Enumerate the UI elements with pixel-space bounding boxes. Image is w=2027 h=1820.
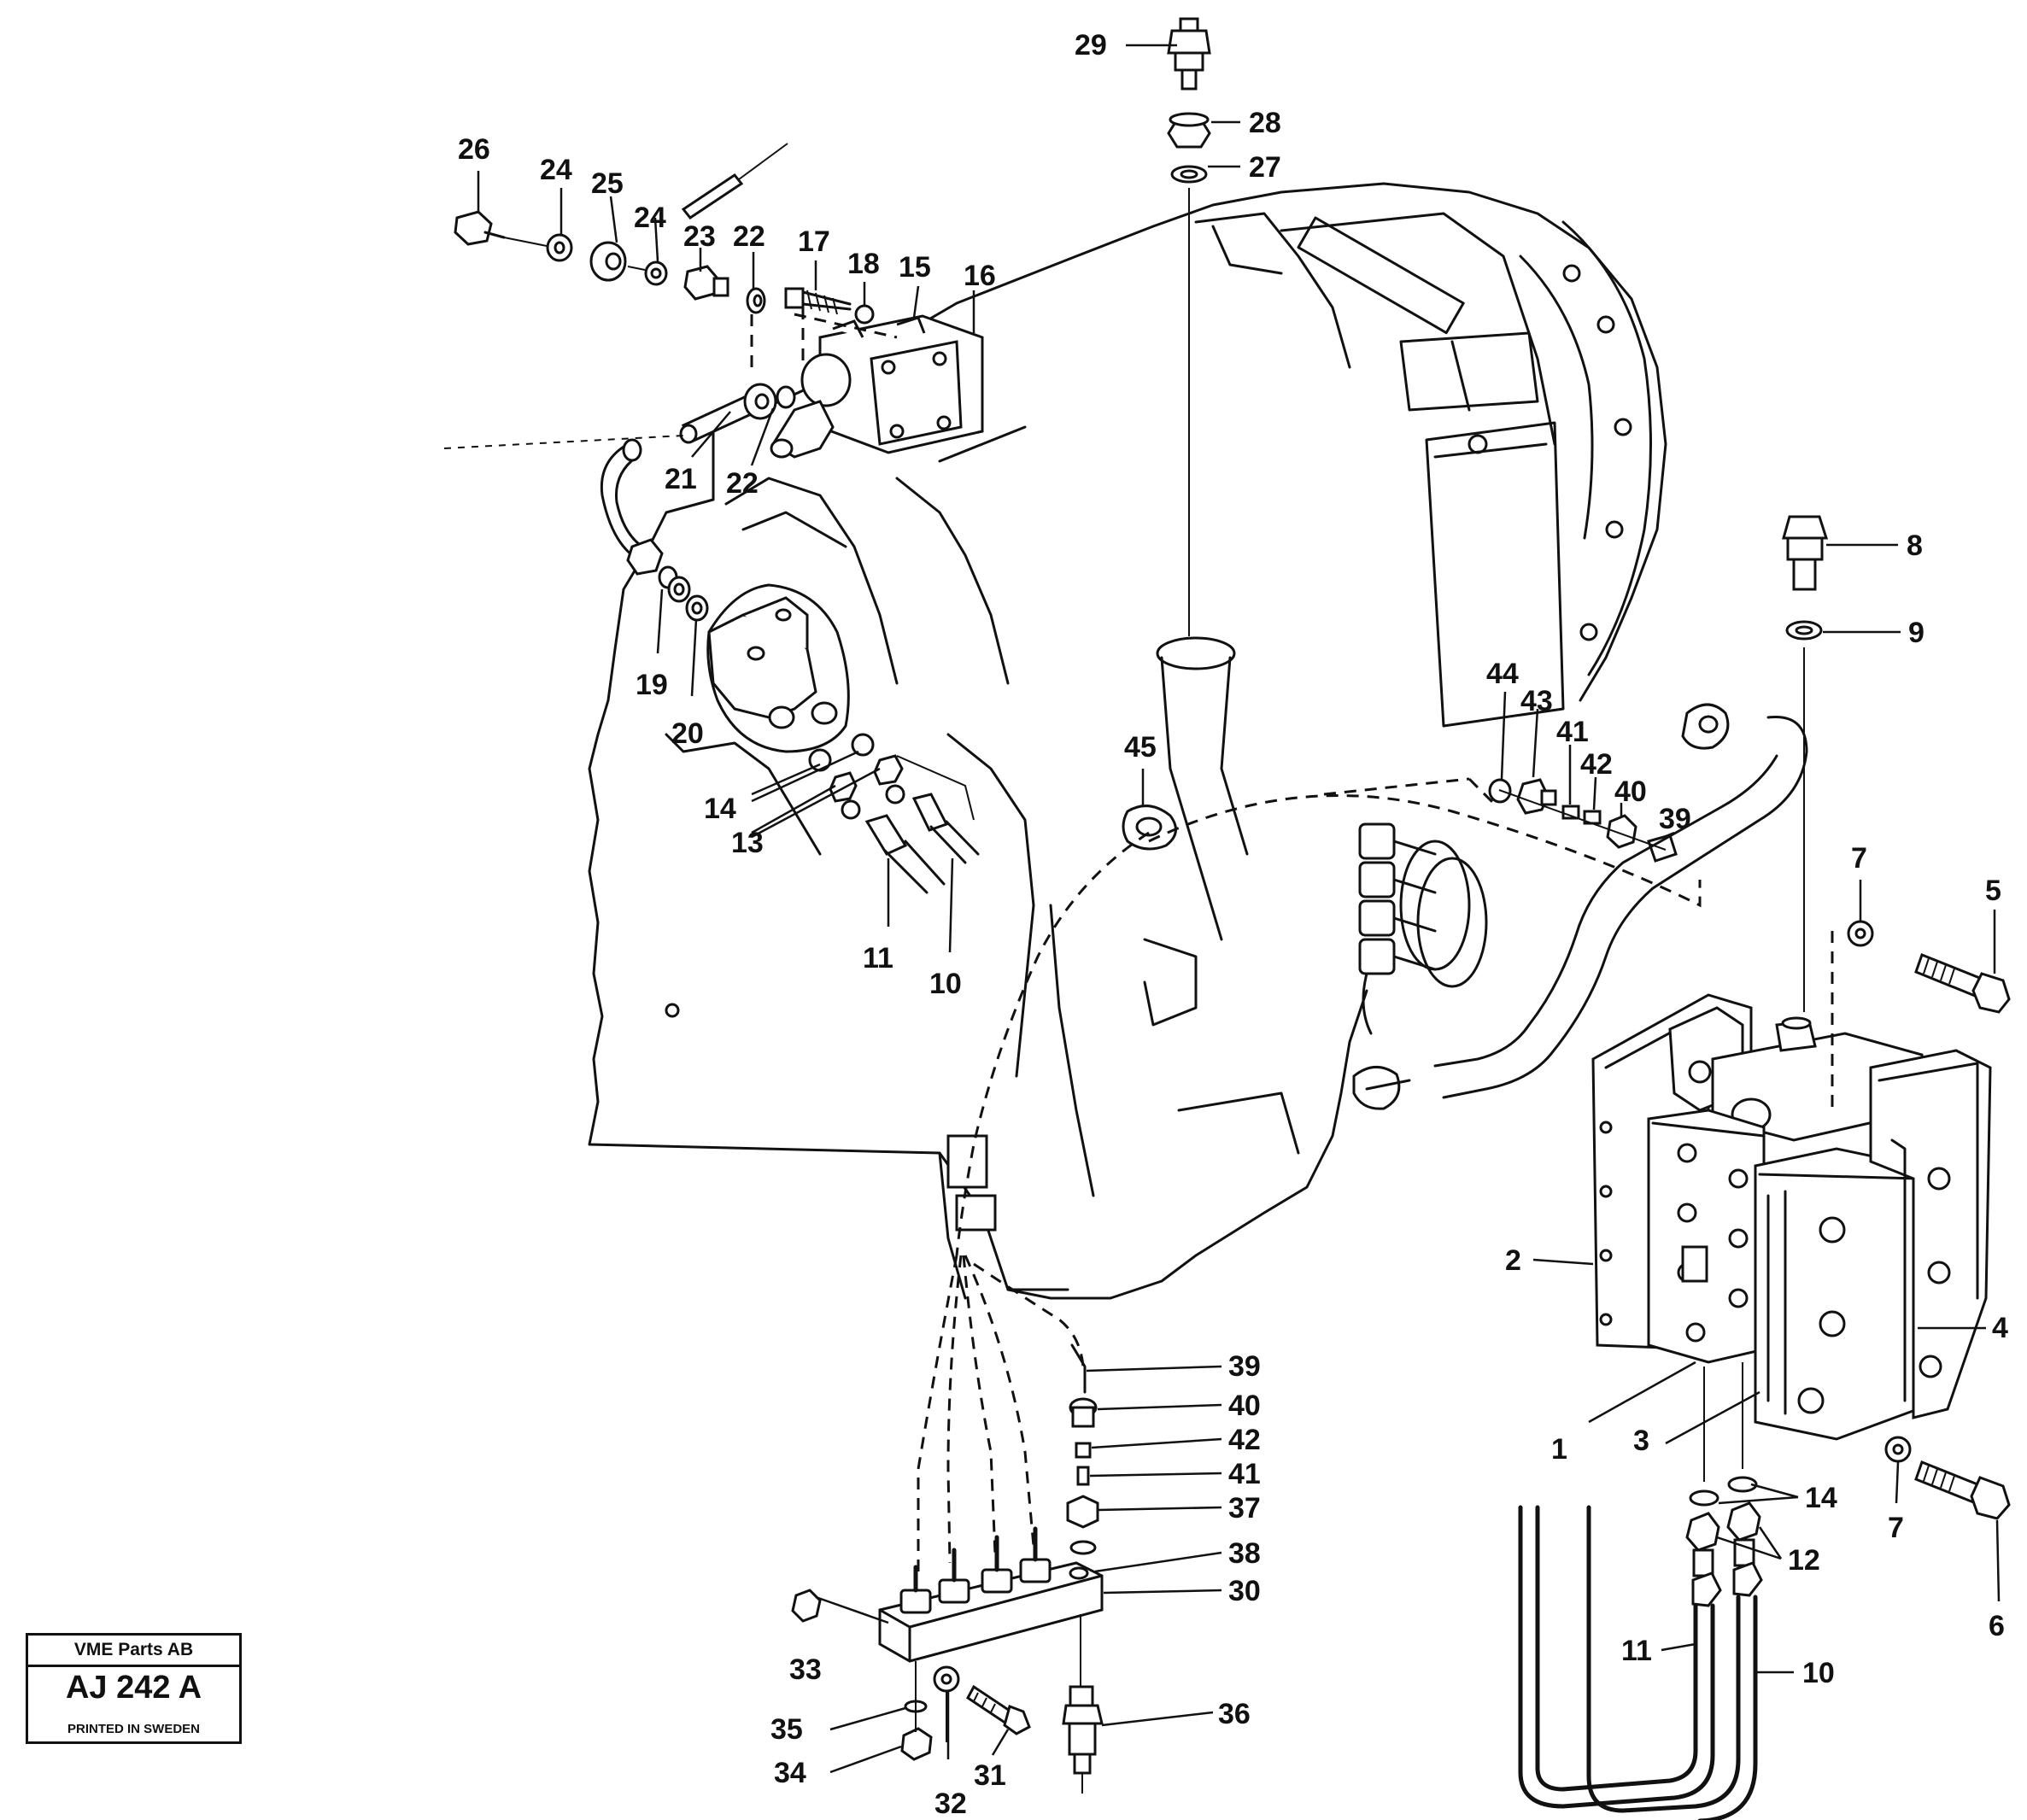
sensor-8-9: [1782, 515, 1829, 1012]
callout-33: 33: [789, 1653, 822, 1686]
callout-16: 16: [964, 260, 996, 292]
callout-13a: 13: [731, 827, 764, 859]
callout-3: 3: [1633, 1425, 1649, 1457]
callout-43: 43: [1520, 685, 1553, 717]
pressure-sensor-assembly: [1167, 17, 1211, 636]
leader-lines: [477, 44, 2001, 1774]
callout-41a: 41: [1556, 716, 1589, 748]
callout-2: 2: [1505, 1244, 1521, 1277]
callout-11a: 11: [863, 942, 893, 974]
drawing-code: AJ 242 A: [65, 1670, 202, 1706]
callout-26: 26: [458, 133, 490, 166]
bolt-5: [1847, 920, 2011, 1014]
callout-38: 38: [1228, 1537, 1261, 1570]
callout-42a: 42: [1580, 748, 1613, 781]
callout-39a: 39: [1659, 803, 1691, 835]
callout-23: 23: [683, 220, 716, 253]
callout-19: 19: [636, 669, 668, 701]
callout-30: 30: [1228, 1575, 1261, 1607]
clip-and-harness: [955, 777, 1702, 1256]
callout-39b: 39: [1228, 1350, 1261, 1383]
callout-41b: 41: [1228, 1458, 1261, 1490]
filter-cover: [706, 583, 980, 894]
valve-block-top-left: [443, 143, 984, 622]
callout-31: 31: [974, 1759, 1006, 1792]
callout-24a: 24: [540, 154, 572, 186]
title-block: VME Parts AB AJ 242 A PRINTED IN SWEDEN: [26, 1633, 242, 1744]
distribution-block: [791, 1255, 1104, 1794]
callout-12: 12: [1788, 1544, 1820, 1577]
callout-9: 9: [1908, 617, 1924, 649]
callout-20: 20: [671, 717, 704, 750]
callout-34: 34: [774, 1757, 806, 1789]
printed-note: PRINTED IN SWEDEN: [67, 1722, 200, 1736]
filter-unit: [1591, 931, 1992, 1441]
callout-7a: 7: [1851, 842, 1867, 875]
callout-17: 17: [798, 225, 830, 258]
callout-24b: 24: [634, 202, 666, 234]
callout-18: 18: [847, 248, 880, 280]
callout-29: 29: [1075, 29, 1107, 61]
callout-8: 8: [1907, 530, 1923, 562]
callout-labels: 29 28 27 26 24 25 24 23 22 17 18 15 16 2…: [458, 29, 2008, 1820]
callout-10b: 10: [1802, 1657, 1835, 1689]
callout-4: 4: [1992, 1312, 2008, 1344]
callout-44: 44: [1486, 658, 1519, 690]
callout-21: 21: [665, 463, 697, 495]
callout-22b: 22: [726, 467, 759, 500]
callout-42b: 42: [1228, 1424, 1261, 1456]
callout-27: 27: [1249, 151, 1281, 184]
manifold-fittings-right: [1352, 703, 1808, 1110]
callout-14b: 14: [1805, 1482, 1837, 1514]
callout-1: 1: [1551, 1433, 1567, 1466]
callout-36: 36: [1218, 1698, 1251, 1730]
callout-7b: 7: [1888, 1512, 1904, 1544]
callout-22a: 22: [733, 220, 765, 253]
callout-37: 37: [1228, 1492, 1261, 1524]
callout-40a: 40: [1614, 775, 1647, 808]
callout-6: 6: [1989, 1610, 2005, 1642]
oil-pipes-lower-right: [1518, 1362, 1763, 1820]
bolt-6: [1884, 1436, 2011, 1520]
callout-40b: 40: [1228, 1390, 1261, 1422]
callout-14a: 14: [704, 793, 736, 825]
company-name: VME Parts AB: [28, 1636, 239, 1667]
callout-28: 28: [1249, 107, 1281, 139]
callout-15: 15: [899, 251, 931, 284]
callout-5: 5: [1985, 875, 2001, 907]
callout-25: 25: [591, 167, 624, 200]
callout-35: 35: [770, 1713, 803, 1746]
callout-45: 45: [1124, 731, 1157, 764]
transmission-housing: [588, 182, 1667, 1300]
callout-32: 32: [934, 1788, 967, 1820]
callout-10a: 10: [929, 968, 962, 1000]
callout-11b: 11: [1621, 1635, 1652, 1667]
